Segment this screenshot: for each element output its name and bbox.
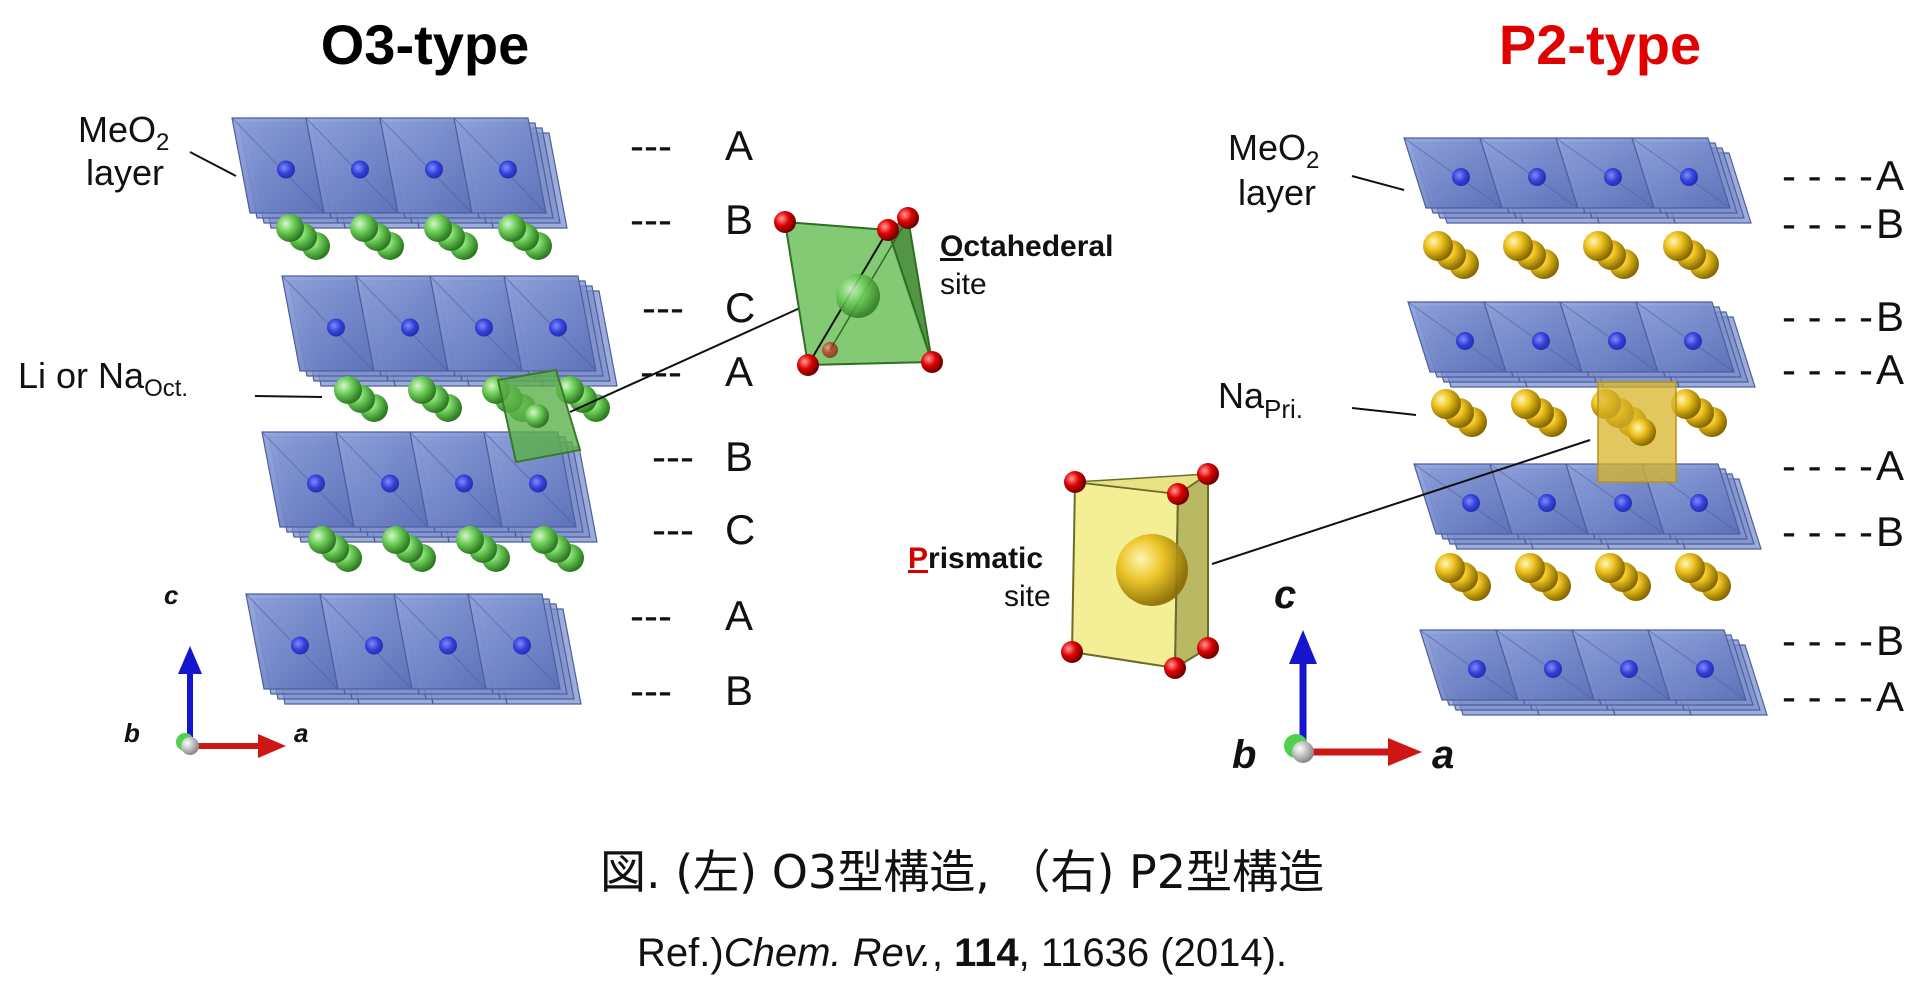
p2-na-label: NaPri. [1218, 375, 1303, 424]
o3-meo2-layer-4 [245, 593, 582, 705]
p2-stack-dash-2: - - - - [1782, 293, 1873, 340]
p2-stack-layer-2: B [1876, 293, 1904, 340]
p2-meo2-layer-2 [1407, 301, 1756, 388]
reference-line: Ref.)Chem. Rev., 114, 11636 (2014). [637, 931, 1287, 975]
p2-stack-dash-6: - - - - [1782, 617, 1873, 664]
o3-stack-layer-3: A [725, 348, 753, 395]
p2-na-pointer [1351, 407, 1417, 416]
o3-axis-c: c [164, 580, 179, 610]
octahedral-site-label: Octahederal [940, 230, 1113, 263]
o3-meo2-layer-1 [231, 117, 568, 229]
o3-stack-dash-1: --- [630, 196, 672, 243]
o3-stack-layer-7: B [725, 667, 753, 714]
p2-stack-layer-3: A [1876, 346, 1904, 393]
o3-highlight-ion [525, 404, 549, 428]
p2-axis-c: c [1274, 573, 1296, 617]
o3-meo2-layer-2 [281, 275, 618, 387]
p2-stack-dash-5: - - - - [1782, 508, 1873, 555]
o3-stack-layer-1: B [725, 196, 753, 243]
o3-stack-layer-5: C [725, 506, 755, 553]
o3-title: O3-type [321, 13, 530, 76]
p2-stack-layer-6: B [1876, 617, 1904, 664]
o3-stacking-sequence: --- A --- B --- C --- A --- B --- C --- A --- B [630, 122, 755, 714]
o3-stack-dash-4: --- [652, 433, 694, 480]
p2-axis-b: b [1232, 733, 1256, 777]
p2-stack-layer-1: B [1876, 200, 1904, 247]
o3-stack-dash-3: --- [640, 348, 682, 395]
p2-stack-dash-3: - - - - [1782, 346, 1873, 393]
p2-ion-row-3 [1435, 553, 1731, 601]
p2-stack-layer-5: B [1876, 508, 1904, 555]
p2-stack-layer-7: A [1876, 673, 1904, 720]
p2-structure [1403, 137, 1768, 716]
p2-stacking-sequence: - - - -A- - - -B- - - -B- - - -A- - - -A… [1782, 152, 1904, 720]
p2-axis-a: a [1432, 733, 1454, 777]
o3-stack-dash-2: --- [642, 284, 684, 331]
o3-ion-row-1 [276, 214, 552, 260]
p2-ion-row-1 [1423, 231, 1719, 279]
o3-axes: c b a [124, 580, 308, 758]
p2-meo2-label: MeO2 [1228, 127, 1319, 174]
p2-meo2-layer-4 [1419, 629, 1768, 716]
o3-stack-dash-0: --- [630, 122, 672, 169]
o3-stack-layer-0: A [725, 122, 753, 169]
figure-caption: 図. (左) O3型構造, （右) P2型構造 [600, 845, 1324, 899]
p2-meo2-pointer [1351, 175, 1405, 191]
o3-axis-b: b [124, 718, 140, 748]
p2-stack-dash-7: - - - - [1782, 673, 1873, 720]
o3-stack-layer-4: B [725, 433, 753, 480]
prismatic-site-label: Prismatic [908, 542, 1043, 575]
octahedral-site-model [774, 207, 943, 376]
p2-highlight-ion [1628, 418, 1656, 446]
o3-meo2-label: MeO2 [78, 109, 169, 156]
prismatic-site-model [1061, 463, 1219, 679]
o3-ion-row-3 [308, 526, 584, 572]
o3-stack-dash-7: --- [630, 667, 672, 714]
p2-stack-dash-1: - - - - [1782, 200, 1873, 247]
o3-layer-label: layer [86, 152, 164, 193]
p2-stack-layer-0: A [1876, 152, 1904, 199]
p2-stack-dash-4: - - - - [1782, 442, 1873, 489]
o3-li-na-label: Li or NaOct. [18, 355, 188, 402]
o3-stack-layer-2: C [725, 284, 755, 331]
p2-ion-row-2 [1431, 389, 1727, 437]
o3-connector-line [569, 307, 801, 413]
o3-axis-a: a [294, 718, 308, 748]
p2-meo2-layer-1 [1403, 137, 1752, 224]
p2-layer-label: layer [1238, 172, 1316, 213]
p2-stack-layer-4: A [1876, 442, 1904, 489]
prismatic-site-word: site [1004, 580, 1051, 613]
p2-connector-line [1211, 439, 1591, 565]
o3-stack-layer-6: A [725, 592, 753, 639]
p2-title: P2-type [1499, 13, 1701, 76]
octahedral-site-word: site [940, 268, 987, 301]
o3-li-na-pointer [254, 395, 323, 398]
p2-axes: c b a [1232, 573, 1454, 777]
p2-stack-dash-0: - - - - [1782, 152, 1873, 199]
p2-meo2-layer-3 [1413, 463, 1762, 550]
o3-stack-dash-6: --- [630, 592, 672, 639]
o3-stack-dash-5: --- [652, 506, 694, 553]
o3-meo2-pointer [189, 151, 237, 177]
